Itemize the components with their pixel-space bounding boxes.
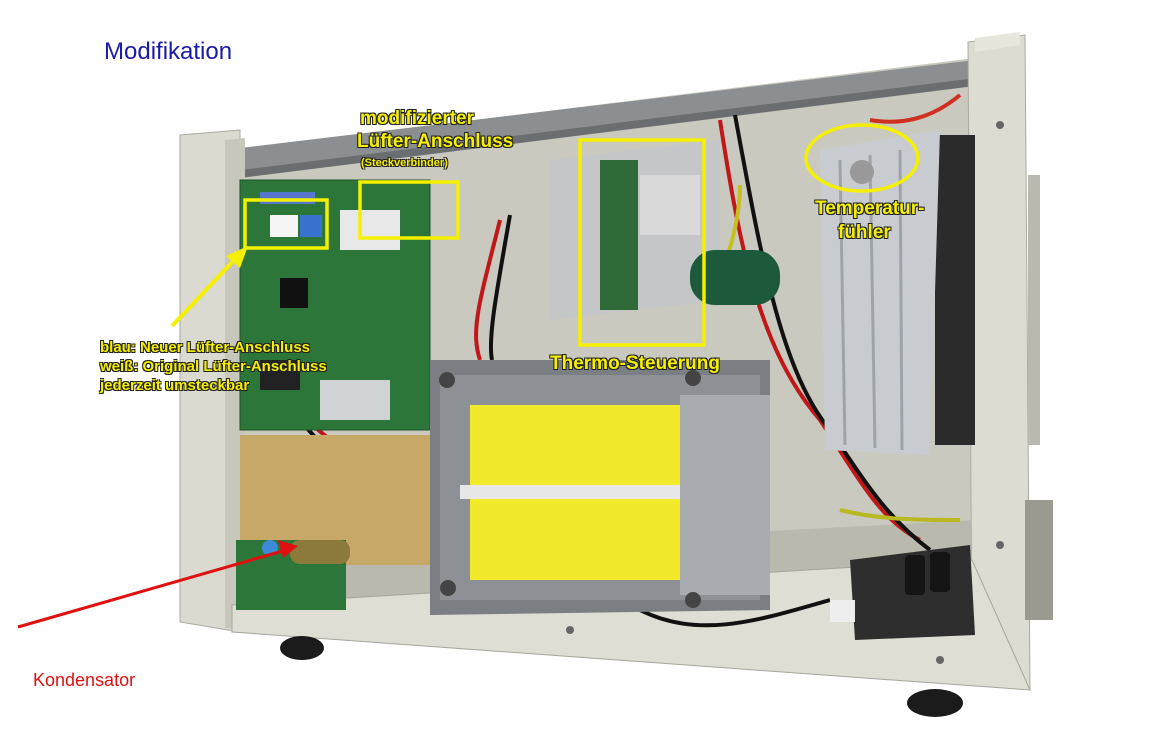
capacitor-label: Kondensator — [33, 670, 136, 690]
fan-note-line-2: weiß: Original Lüfter-Anschluss — [100, 358, 327, 375]
modified-connector-box — [358, 180, 460, 240]
temperature-sensor-label: Temperatur- — [815, 198, 925, 219]
modified-connector-label-line2: Lüfter-Anschluss — [357, 131, 514, 152]
fan-connector-note: blau: Neuer Lüfter-Anschluss weiß: Origi… — [100, 338, 327, 395]
annotation-shapes — [243, 123, 920, 347]
temperature-sensor-label-line2: fühler — [838, 222, 891, 243]
yellow-arrow — [170, 256, 238, 328]
red-arrowhead — [278, 540, 298, 558]
fan-note-line-1: blau: Neuer Lüfter-Anschluss — [100, 339, 311, 356]
yellow-arrowhead — [226, 246, 248, 268]
annotation-arrows — [17, 246, 298, 629]
thermo-control-label: Thermo-Steuerung — [550, 353, 720, 374]
blue-connector-box — [243, 198, 329, 250]
red-arrow — [17, 548, 287, 629]
transformer — [430, 360, 770, 615]
modified-connector-sublabel: (Steckverbinder) — [361, 157, 448, 169]
page-title: Modifikation — [104, 38, 233, 65]
thermo-control-box — [578, 138, 706, 347]
modified-connector-label: modifizierter — [360, 108, 475, 129]
heatsink — [820, 130, 975, 455]
temperature-sensor-ellipse — [804, 123, 920, 193]
control-pcb — [236, 179, 431, 610]
thermo-bracket — [550, 140, 780, 320]
fan-note-line-3: jederzeit umsteckbar — [100, 377, 250, 394]
rectifier-board — [830, 545, 975, 640]
